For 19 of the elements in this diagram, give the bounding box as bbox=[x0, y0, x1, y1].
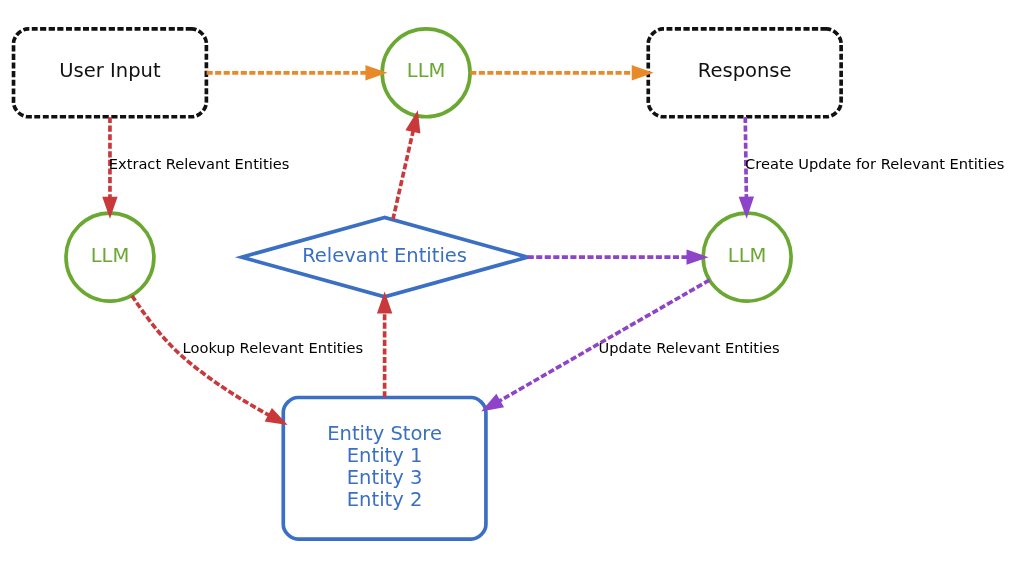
node-box: User Input bbox=[11, 27, 209, 119]
node-circle: LLM bbox=[701, 211, 793, 303]
arrow bbox=[102, 117, 118, 219]
arrow bbox=[527, 249, 709, 265]
node-circle: LLM bbox=[64, 211, 156, 303]
arrow bbox=[391, 110, 421, 220]
arrow bbox=[130, 294, 288, 426]
edge-label: Extract Relevant Entities bbox=[108, 154, 290, 172]
arrow bbox=[470, 65, 654, 81]
node-box: Response bbox=[646, 27, 843, 119]
edge-label: Lookup Relevant Entities bbox=[182, 339, 364, 357]
arrow bbox=[376, 291, 393, 398]
edge-label: Create Update for Relevant Entities bbox=[745, 154, 1005, 172]
node-circle: LLM bbox=[380, 27, 472, 119]
node-box: Entity Store Entity 1 Entity 3 Entity 2 bbox=[281, 395, 488, 541]
arrow bbox=[481, 278, 711, 412]
edge-label: Update Relevant Entities bbox=[598, 339, 780, 357]
arrow bbox=[206, 65, 388, 81]
arrow bbox=[738, 117, 755, 219]
